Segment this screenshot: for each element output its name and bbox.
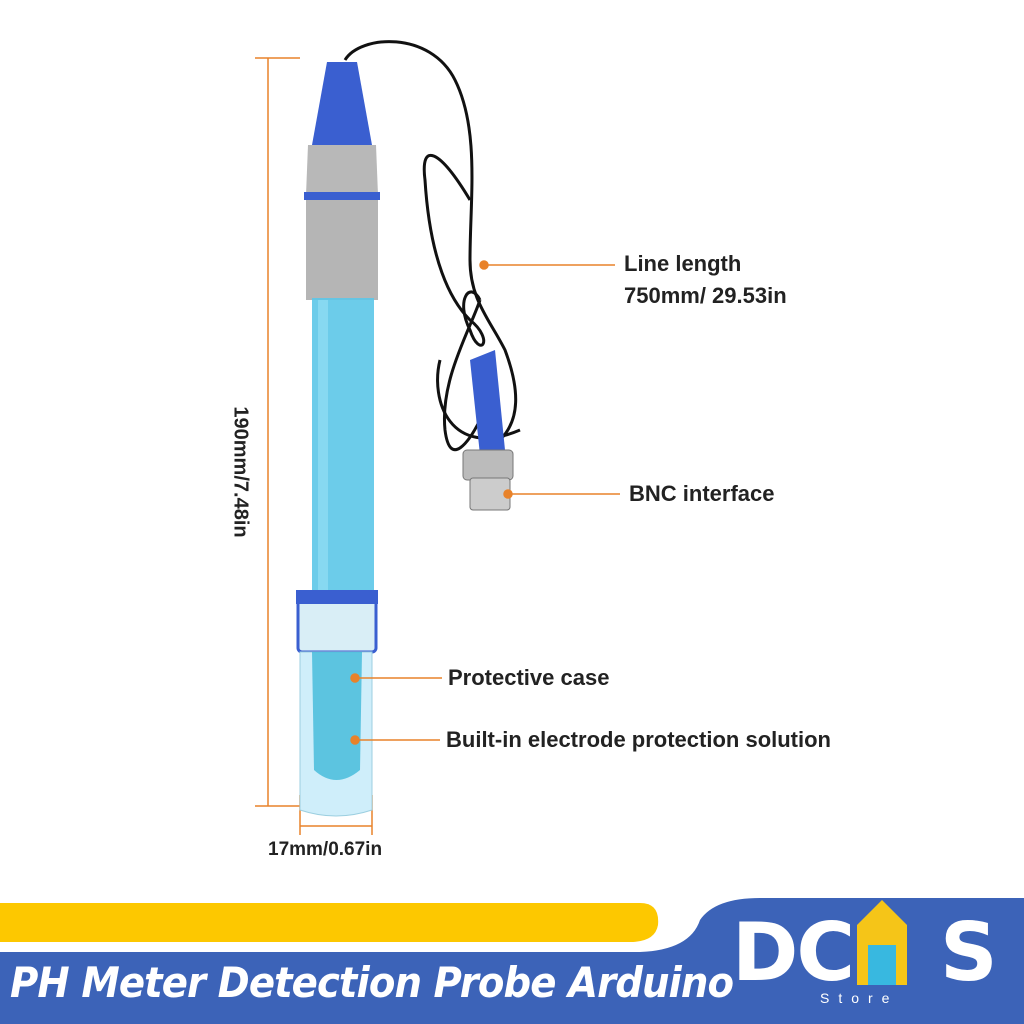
line-length-value: 750mm/ 29.53in (624, 283, 787, 308)
width-dimension-label: 17mm/0.67in (268, 839, 383, 860)
logo-store-text: Store (820, 990, 899, 1006)
probe (296, 62, 380, 817)
solution-label: Built-in electrode protection solution (446, 727, 831, 752)
logo-text-s: S (940, 906, 998, 999)
banner-title: PH Meter Detection Probe Arduino (10, 958, 734, 1007)
line-length-title: Line length (624, 251, 742, 276)
protective-case-label: Protective case (448, 665, 610, 690)
height-dimension-line (255, 57, 300, 807)
banner-blue (0, 898, 1024, 1024)
logo-house-icon (857, 900, 907, 985)
bnc-interface-label: BNC interface (629, 481, 775, 506)
logo-text-dc: DC (732, 906, 855, 999)
callout-leaders (350, 260, 620, 745)
height-dimension-label: 190mm/7.48in (229, 406, 252, 538)
bnc-connector (462, 350, 514, 511)
banner-yellow-stripe (0, 903, 659, 942)
